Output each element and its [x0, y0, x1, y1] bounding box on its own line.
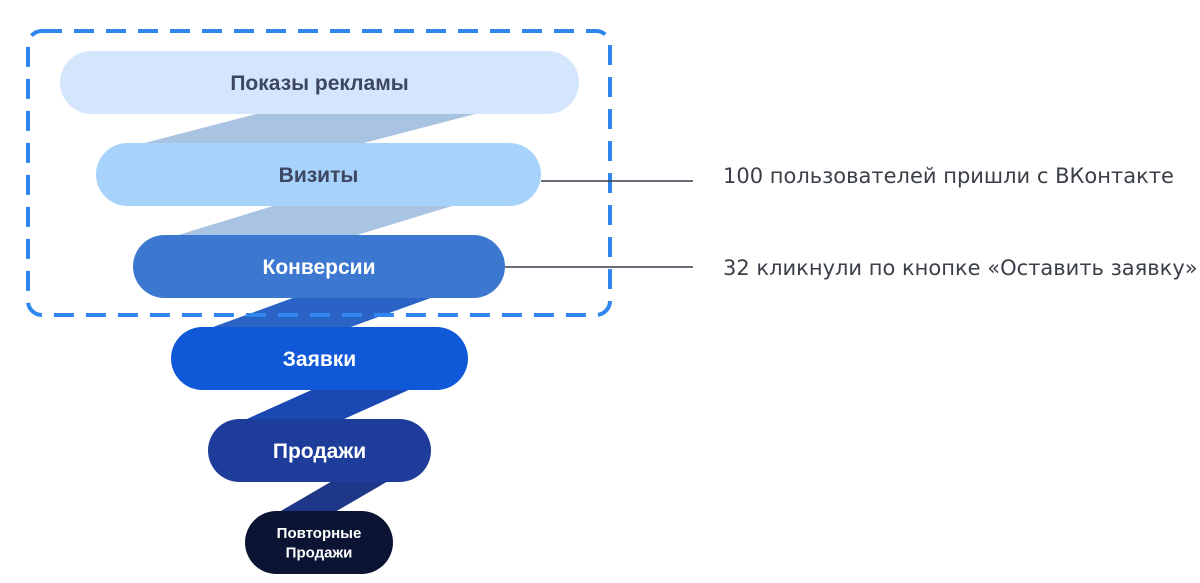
- stage-pill: [208, 419, 431, 482]
- stage-pill: [96, 143, 541, 206]
- funnel-connector-2: [158, 206, 452, 241]
- funnel-connector-4: [233, 390, 409, 425]
- stage-label: Показы рекламы: [230, 72, 408, 95]
- stage-label: Конверсии: [263, 256, 376, 279]
- funnel-connector-1: [121, 114, 476, 149]
- stage-label: Заявки: [283, 348, 356, 371]
- stage-pill: [133, 235, 505, 298]
- stage-pill: [60, 51, 579, 114]
- funnel-stage-sales: Продажи: [208, 419, 431, 482]
- funnel-stage-conversions: Конверсии: [133, 235, 505, 298]
- stage-label: Продажи: [273, 440, 366, 463]
- stage-pill: [171, 327, 468, 390]
- annotation-visits: 100 пользователей пришли с ВКонтакте: [723, 164, 1174, 188]
- funnel-stages: Показы рекламыВизитыКонверсииЗаявкиПрода…: [60, 51, 579, 574]
- stage-pill: [245, 511, 393, 574]
- stage-label: Визиты: [279, 164, 359, 187]
- funnel-stage-applications: Заявки: [171, 327, 468, 390]
- funnel-stage-visits: Визиты: [96, 143, 541, 206]
- highlight-dashed-box: [26, 29, 612, 317]
- annotation-lines: [505, 180, 693, 268]
- annotation-conversions: 32 кликнули по кнопке «Оставить заявку»: [723, 256, 1198, 280]
- funnel-stage-ad-impressions: Показы рекламы: [60, 51, 579, 114]
- funnel-connector-5: [270, 482, 387, 517]
